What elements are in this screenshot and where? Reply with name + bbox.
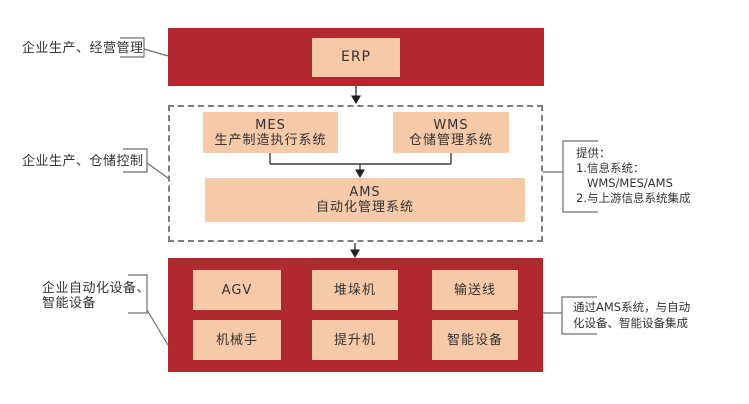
mes-box-title: MES (255, 117, 286, 133)
equipment-box-conveyor: 输送线 (432, 270, 518, 310)
annotation-ams-line1: 通过AMS系统，与自动 (573, 300, 691, 314)
equipment-box-agv: AGV (193, 270, 281, 310)
annotation-info-system: 提供： 1.信息系统： WMS/MES/AMS 2.与上游信息系统集成 (576, 146, 690, 206)
annotation-info-line3: WMS/MES/AMS (576, 176, 673, 190)
control-layer-dashed-container (168, 105, 543, 242)
mes-box-subtitle: 生产制造执行系统 (214, 132, 327, 148)
ams-box-subtitle: 自动化管理系统 (315, 200, 414, 215)
equipment-box-smart-device-label: 智能设备 (446, 332, 503, 348)
equipment-box-robot-arm: 机械手 (193, 320, 281, 360)
layer-label-equipment-line2: 智能设备 (42, 296, 97, 311)
equipment-box-lifter-label: 提升机 (333, 332, 376, 348)
annotation-info-line4: 2.与上游信息系统集成 (576, 191, 691, 205)
arrow-erp-to-control-icon (351, 86, 361, 104)
equipment-box-stacker: 堆垛机 (312, 270, 398, 310)
equipment-box-robot-arm-label: 机械手 (215, 332, 258, 348)
equipment-box-lifter: 提升机 (312, 320, 398, 360)
layer-label-equipment-line1: 企业自动化设备、 (42, 281, 151, 296)
annotation-ams-line2: 化设备、智能设备集成 (573, 316, 688, 330)
erp-box: ERP (312, 38, 400, 77)
equipment-box-conveyor-label: 输送线 (453, 282, 496, 298)
wms-box-subtitle: 仓储管理系统 (408, 132, 493, 148)
annotation-info-line2: 1.信息系统： (576, 161, 645, 175)
ams-box-title: AMS (349, 185, 381, 200)
mes-box: MES 生产制造执行系统 (203, 112, 338, 153)
equipment-box-agv-label: AGV (221, 282, 253, 298)
annotation-info-line1: 提供： (576, 146, 611, 160)
equipment-box-smart-device: 智能设备 (432, 320, 518, 360)
erp-box-label: ERP (340, 49, 371, 65)
annotation-ams-integration: 通过AMS系统，与自动 化设备、智能设备集成 (573, 299, 690, 331)
equipment-box-stacker-label: 堆垛机 (333, 282, 376, 298)
arrow-control-to-equipment-icon (350, 243, 360, 258)
wms-box-title: WMS (433, 117, 469, 133)
layer-label-equipment: 企业自动化设备、 智能设备 (42, 281, 152, 311)
ams-box: AMS 自动化管理系统 (205, 178, 525, 222)
layer-label-management: 企业生产、经营管理 (22, 41, 144, 56)
layer-label-control: 企业生产、仓储控制 (22, 154, 144, 169)
wms-box: WMS 仓储管理系统 (393, 112, 509, 153)
